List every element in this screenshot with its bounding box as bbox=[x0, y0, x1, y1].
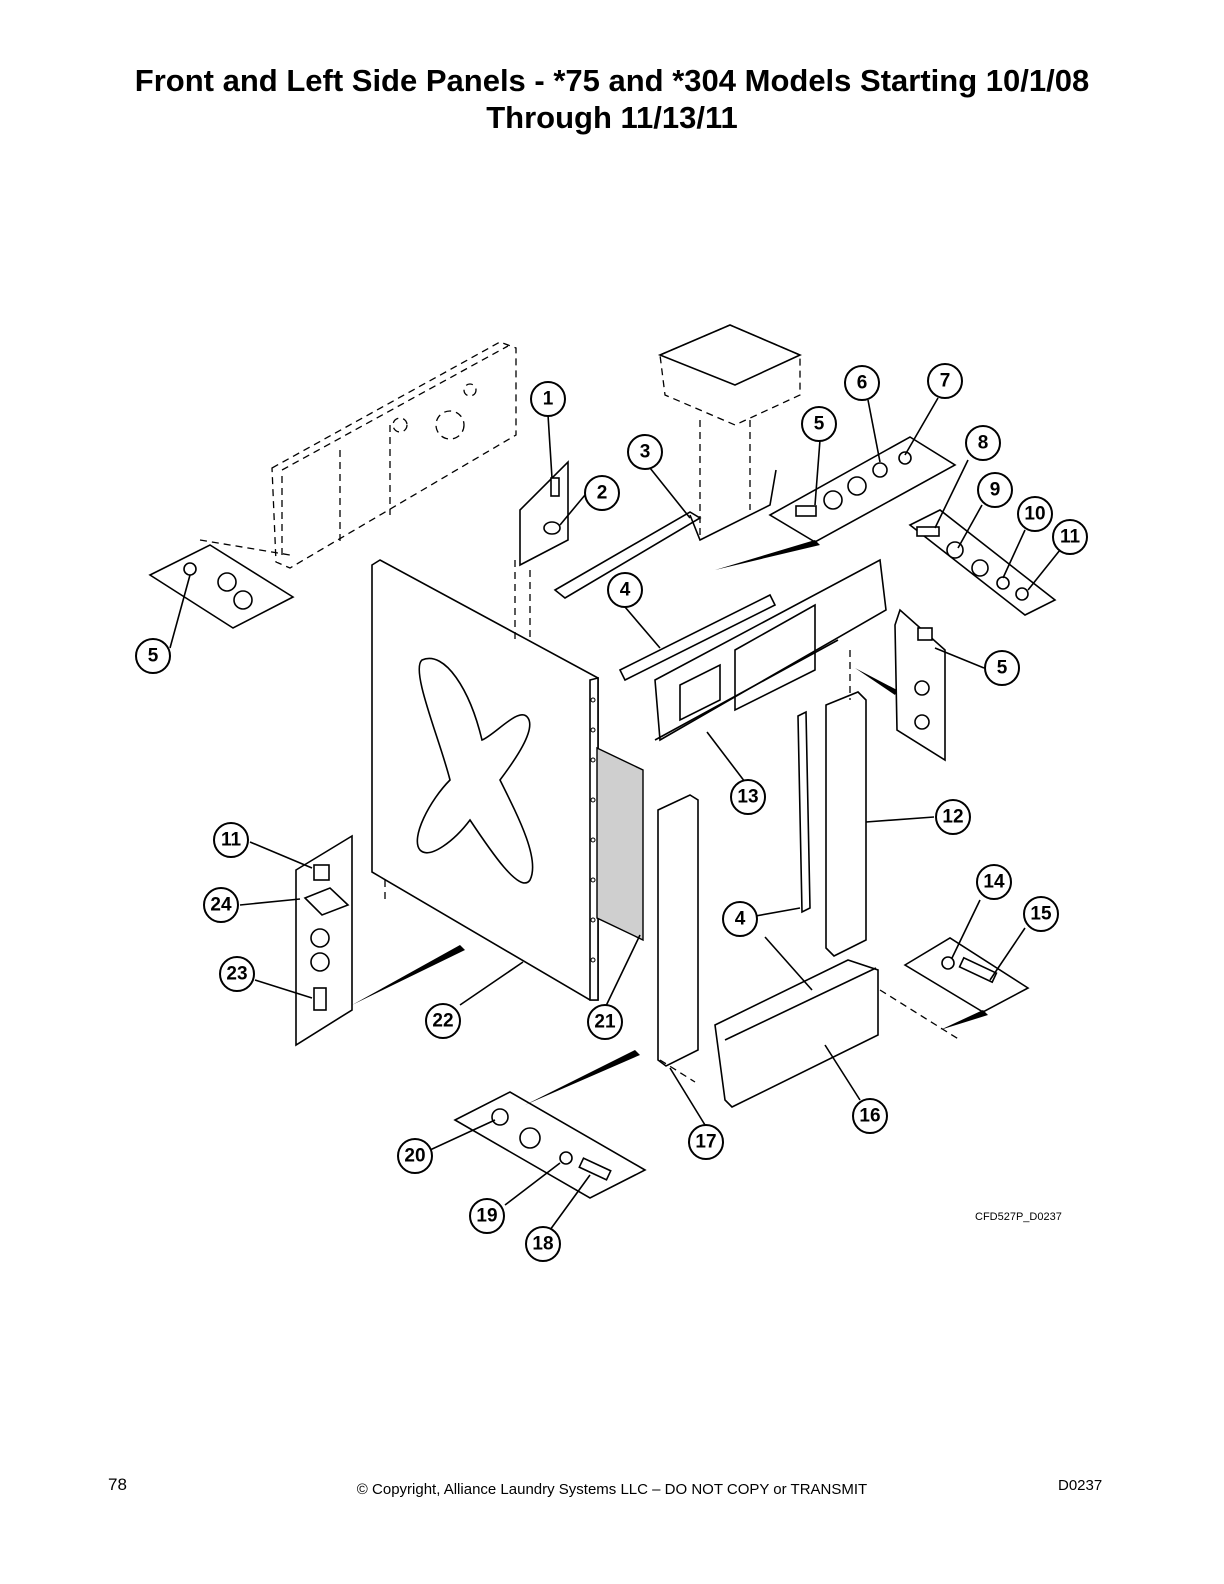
callout-15: 15 bbox=[1023, 896, 1059, 932]
drawing-code: CFD527P_D0237 bbox=[975, 1211, 1062, 1223]
svg-text:21: 21 bbox=[594, 1012, 616, 1033]
callout-5-right: 5 bbox=[984, 650, 1020, 686]
callout-16: 16 bbox=[852, 1098, 888, 1134]
callout-11-right: 11 bbox=[1052, 519, 1088, 555]
svg-text:23: 23 bbox=[226, 964, 247, 985]
svg-text:12: 12 bbox=[942, 807, 963, 828]
callout-23: 23 bbox=[219, 956, 255, 992]
hardware-plate-right-middle bbox=[855, 608, 946, 762]
callout-17: 17 bbox=[688, 1124, 724, 1160]
svg-text:11: 11 bbox=[1060, 527, 1081, 548]
svg-text:19: 19 bbox=[476, 1206, 497, 1227]
svg-text:20: 20 bbox=[404, 1146, 425, 1167]
callout-14: 14 bbox=[976, 864, 1012, 900]
callout-8: 8 bbox=[965, 425, 1001, 461]
svg-text:22: 22 bbox=[432, 1011, 453, 1032]
hardware-plate-right bbox=[908, 509, 1057, 616]
hardware-plate-top-right bbox=[715, 436, 957, 570]
svg-text:14: 14 bbox=[983, 872, 1005, 893]
callout-1: 1 bbox=[530, 381, 566, 417]
svg-text:13: 13 bbox=[737, 787, 758, 808]
kick-panel bbox=[714, 959, 961, 1108]
svg-text:6: 6 bbox=[857, 373, 868, 394]
left-side-channel bbox=[657, 794, 699, 1083]
svg-text:8: 8 bbox=[978, 433, 989, 454]
svg-text:5: 5 bbox=[814, 414, 825, 435]
callout-19: 19 bbox=[469, 1198, 505, 1234]
right-side-channel bbox=[797, 650, 867, 957]
svg-text:5: 5 bbox=[148, 646, 159, 667]
svg-text:2: 2 bbox=[597, 483, 608, 504]
callout-21: 21 bbox=[587, 1004, 623, 1040]
callout-18: 18 bbox=[525, 1226, 561, 1262]
callout-5-left: 5 bbox=[135, 638, 171, 674]
callout-2: 2 bbox=[584, 475, 620, 511]
mounting-strip bbox=[514, 460, 569, 640]
callout-9: 9 bbox=[977, 472, 1013, 508]
svg-text:24: 24 bbox=[210, 895, 232, 916]
callout-22: 22 bbox=[425, 1003, 461, 1039]
svg-text:17: 17 bbox=[695, 1132, 716, 1153]
document-id: D0237 bbox=[1058, 1477, 1103, 1494]
svg-text:3: 3 bbox=[640, 442, 651, 463]
svg-text:4: 4 bbox=[735, 909, 746, 930]
bracket-3 bbox=[553, 469, 777, 599]
page-title-line-2: Through 11/13/11 bbox=[486, 100, 738, 135]
insulation-panel bbox=[596, 746, 644, 942]
svg-text:7: 7 bbox=[940, 371, 951, 392]
svg-text:18: 18 bbox=[532, 1234, 553, 1255]
callout-4-bottom: 4 bbox=[722, 901, 758, 937]
callout-12: 12 bbox=[935, 799, 971, 835]
page-number: 78 bbox=[108, 1475, 127, 1494]
callout-6: 6 bbox=[844, 365, 880, 401]
page-title-line-1: Front and Left Side Panels - *75 and *30… bbox=[134, 63, 1090, 98]
callout-13: 13 bbox=[730, 779, 766, 815]
callout-4-top: 4 bbox=[607, 572, 643, 608]
hardware-plate-left bbox=[148, 539, 295, 629]
svg-text:15: 15 bbox=[1030, 904, 1052, 925]
control-box-dashed bbox=[657, 324, 802, 540]
callout-24: 24 bbox=[203, 887, 239, 923]
svg-text:9: 9 bbox=[990, 480, 1001, 501]
copyright-notice: © Copyright, Alliance Laundry Systems LL… bbox=[356, 1481, 868, 1498]
svg-text:16: 16 bbox=[859, 1106, 880, 1127]
hardware-plate-bottom bbox=[453, 1050, 647, 1199]
callout-3: 3 bbox=[627, 434, 663, 470]
left-side-panel bbox=[371, 559, 599, 1001]
callout-5-top: 5 bbox=[801, 406, 837, 442]
svg-text:5: 5 bbox=[997, 658, 1008, 679]
callout-10: 10 bbox=[1017, 496, 1053, 532]
svg-text:11: 11 bbox=[221, 830, 242, 851]
callout-7: 7 bbox=[927, 363, 963, 399]
leader-lines bbox=[169, 397, 1061, 1231]
hardware-plate-bottom-right bbox=[903, 937, 1030, 1030]
callout-11-left: 11 bbox=[213, 822, 249, 858]
hardware-plate-left-bottom bbox=[295, 834, 465, 1047]
control-panel bbox=[618, 558, 887, 742]
rear-frame-dashed bbox=[271, 341, 517, 569]
svg-text:10: 10 bbox=[1024, 504, 1045, 525]
svg-text:4: 4 bbox=[620, 580, 631, 601]
svg-text:1: 1 bbox=[543, 389, 554, 410]
callout-20: 20 bbox=[397, 1138, 433, 1174]
